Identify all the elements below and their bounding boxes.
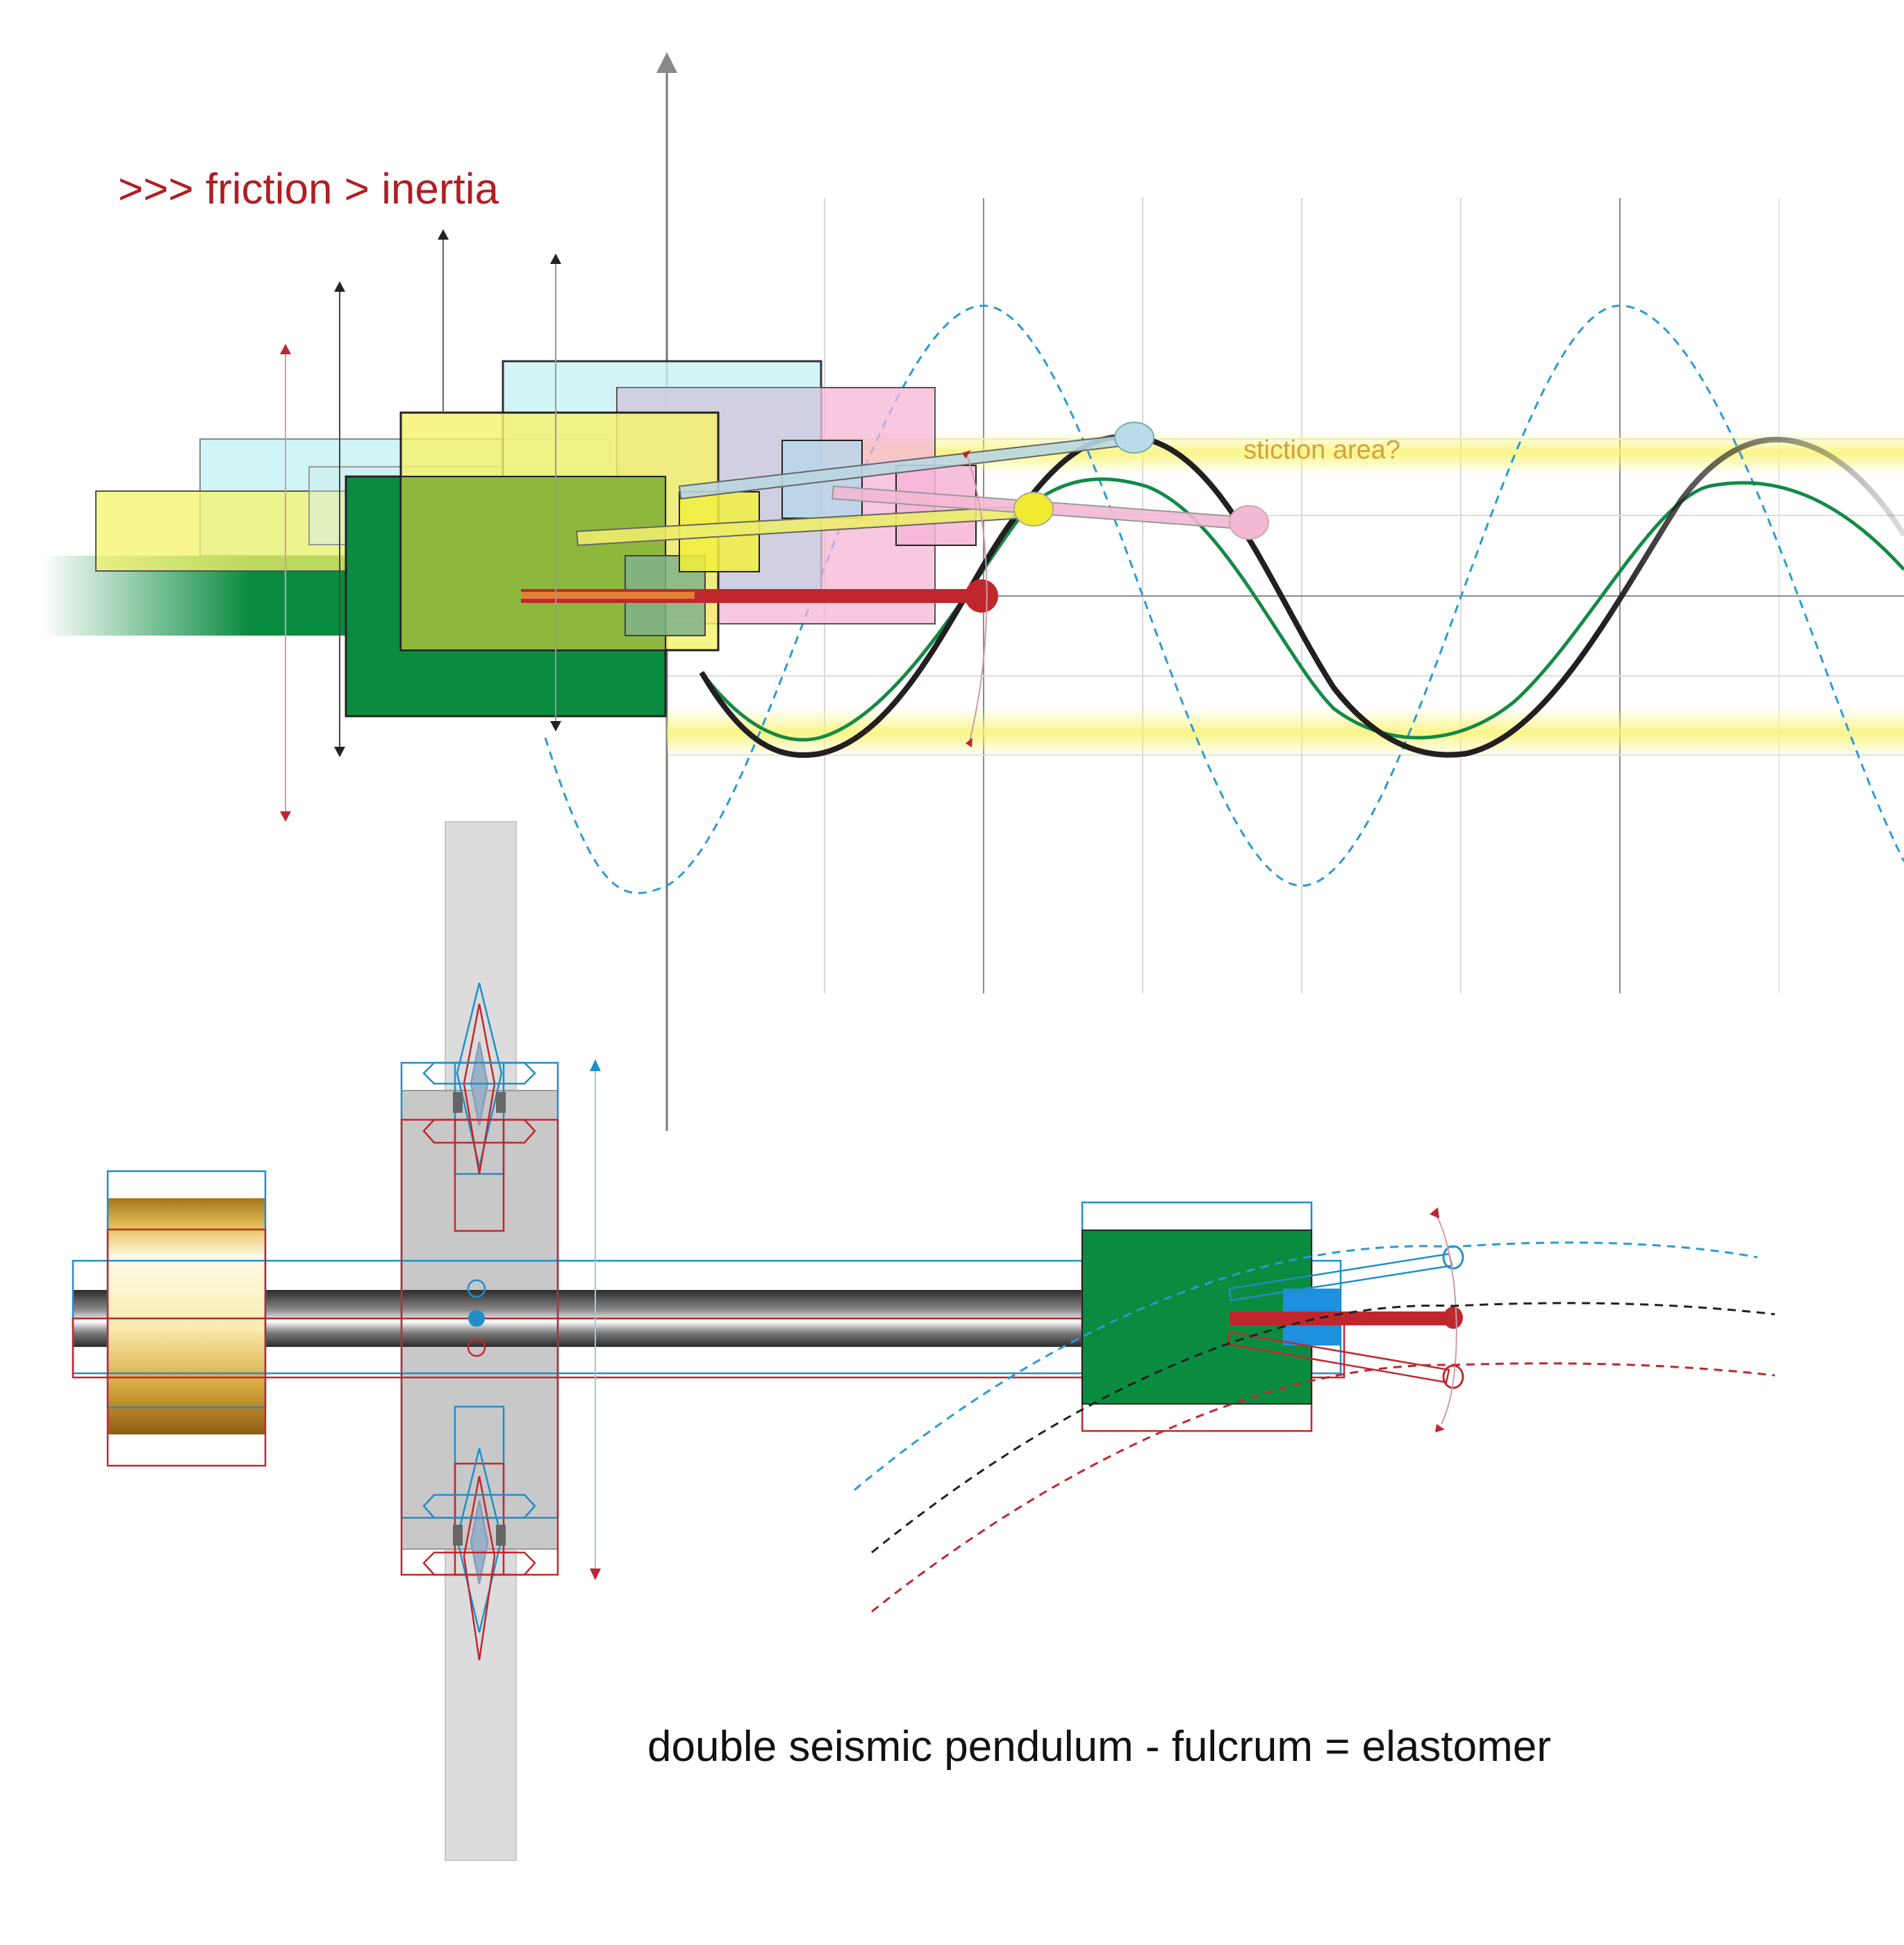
spring-pin xyxy=(453,1525,463,1546)
spring-pin xyxy=(496,1525,506,1546)
displacement-arrows xyxy=(280,229,561,822)
inertia-blocks xyxy=(42,360,977,718)
diagram-caption: double seismic pendulum - fulcrum = elas… xyxy=(647,1723,1551,1771)
diamond-springs xyxy=(422,982,536,1661)
lever-rods xyxy=(521,422,1269,747)
stiction-area-label: stiction area? xyxy=(1243,436,1400,465)
pink-pivot-dot xyxy=(1229,505,1269,540)
trajectory-arcs xyxy=(854,1241,1775,1613)
center-pivot-dot xyxy=(468,1310,485,1327)
green-sine-wave xyxy=(700,477,1904,742)
swing-arc xyxy=(965,451,988,744)
gold-counterweight xyxy=(108,1198,265,1434)
friction-inertia-label: >>> friction > inertia xyxy=(118,165,499,213)
lower-stiction-band xyxy=(667,709,1904,757)
blue-pivot-circle xyxy=(467,1279,486,1298)
blue-pivot-dot xyxy=(1114,422,1154,454)
red-pivot-circle xyxy=(467,1338,486,1357)
black-sine-wave xyxy=(699,433,1904,759)
red-pivot-dot xyxy=(965,579,998,613)
yellow-pivot-dot xyxy=(1013,492,1054,527)
dashed-sine-wave xyxy=(544,304,1904,895)
spring-pin xyxy=(496,1092,506,1113)
spring-pin xyxy=(453,1092,463,1113)
